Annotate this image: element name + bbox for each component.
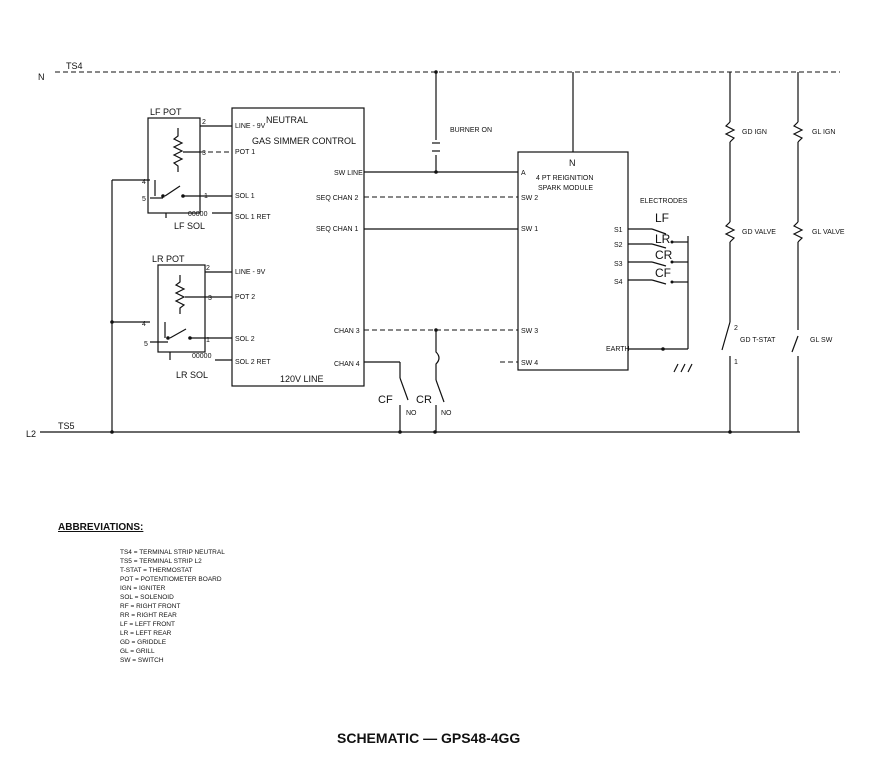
simmer-pin-seq-chan-2: SEQ CHAN 2 (316, 195, 359, 202)
simmer-pin-sol-1-ret: SOL 1 RET (235, 214, 271, 221)
gas-simmer-control: NEUTRAL GAS SIMMER CONTROL 120V LINE LIN… (231, 107, 365, 387)
lr-sol-coil: 00000 (192, 353, 212, 360)
lf-pot-board: LF POT 2 3 4 5 1 00000 LF SOL (142, 107, 232, 231)
lf-sol-label: LF SOL (174, 221, 205, 231)
abbr-item: TS5 = TERMINAL STRIP L2 (120, 558, 202, 565)
l2-rail: L2 TS5 (26, 421, 800, 439)
simmer-line: 120V LINE (280, 374, 324, 384)
abbr-item: LR = LEFT REAR (120, 630, 172, 637)
abbr-item: GD = GRIDDLE (120, 639, 167, 646)
simmer-pin-sw-line: SW LINE (334, 170, 363, 177)
spark-name-1: 4 PT REIGNITION (536, 175, 593, 182)
gl-sw-label: GL SW (810, 337, 833, 344)
spark-pin-sw2: SW 2 (521, 195, 538, 202)
abbr-item: RF = RIGHT FRONT (120, 603, 180, 610)
abbr-item: IGN = IGNITER (120, 585, 166, 592)
switch-cf-label: CF (378, 394, 393, 406)
electrodes: ELECTRODES LF LR CR CF (628, 198, 693, 373)
burner-on-label: BURNER ON (450, 127, 492, 134)
spark-pin-s4: S4 (614, 279, 623, 286)
gl-valve-label: GL VALVE (812, 229, 845, 236)
spark-pin-sw3: SW 3 (521, 328, 538, 335)
electrode-cr: CR (655, 248, 673, 262)
abbr-item: RR = RIGHT REAR (120, 612, 177, 619)
abbr-item: POT = POTENTIOMETER BOARD (120, 576, 222, 583)
lr-term-2: 2 (206, 265, 210, 272)
electrodes-label: ELECTRODES (640, 198, 688, 205)
electrode-lr: LR (655, 232, 671, 246)
simmer-pin-chan-3: CHAN 3 (334, 328, 360, 335)
lf-term-4: 4 (142, 179, 146, 186)
lr-term-5: 5 (144, 341, 148, 348)
gd-tstat-term-1: 1 (734, 359, 738, 366)
spark-pin-s2: S2 (614, 242, 623, 249)
abbr-item: SOL = SOLENOID (120, 594, 174, 601)
lr-pot-label: LR POT (152, 254, 185, 264)
grill-branch: GL IGN GL VALVE GL SW (791, 72, 845, 432)
lf-term-1: 1 (204, 193, 208, 200)
simmer-neutral: NEUTRAL (266, 115, 308, 125)
rail-n-label: N (38, 72, 45, 82)
spark-pin-earth: EARTH (606, 346, 630, 353)
abbr-item: GL = GRILL (120, 648, 155, 655)
rail-ts4-label: TS4 (66, 61, 83, 71)
lf-term-5: 5 (142, 196, 146, 203)
simmer-pin-sol-2: SOL 2 (235, 336, 255, 343)
spark-n: N (569, 158, 576, 168)
spark-pin-sw1: SW 1 (521, 226, 538, 233)
lf-term-3: 3 (202, 150, 206, 157)
simmer-pin-seq-chan-1: SEQ CHAN 1 (316, 226, 359, 233)
switch-cf-no: NO (406, 410, 417, 417)
lr-pot-board: LR POT 2 3 4 5 1 00000 LR SOL (142, 254, 232, 380)
simmer-pin-pot-1: POT 1 (235, 149, 255, 156)
lf-sol-coil: 00000 (188, 211, 208, 218)
abbr-item: TS4 = TERMINAL STRIP NEUTRAL (120, 549, 225, 556)
lr-term-1: 1 (206, 337, 210, 344)
switch-cr-no: NO (441, 410, 452, 417)
spark-name-2: SPARK MODULE (538, 185, 593, 192)
schematic-title: SCHEMATIC — GPS48-4GG (337, 730, 520, 746)
simmer-pin-sol-1: SOL 1 (235, 193, 255, 200)
electrode-cf: CF (655, 266, 671, 280)
spark-pin-a: A (521, 170, 526, 177)
spark-pin-sw4: SW 4 (521, 360, 538, 367)
neutral-rail: N TS4 (38, 61, 840, 82)
electrode-lf: LF (655, 211, 669, 225)
spark-pin-s3: S3 (614, 261, 623, 268)
gd-tstat-label: GD T-STAT (740, 337, 776, 344)
simmer-pin-chan-4: CHAN 4 (334, 361, 360, 368)
abbreviations-heading: ABBREVIATIONS: (58, 522, 143, 533)
simmer-pin-sol-2-ret: SOL 2 RET (235, 359, 271, 366)
rail-ts5-label: TS5 (58, 421, 75, 431)
lr-term-3: 3 (208, 295, 212, 302)
lf-term-2: 2 (202, 119, 206, 126)
abbr-item: SW = SWITCH (120, 657, 164, 664)
switch-cr-label: CR (416, 394, 432, 406)
lr-sol-label: LR SOL (176, 370, 208, 380)
abbr-item: LF = LEFT FRONT (120, 621, 175, 628)
spark-module: N 4 PT REIGNITION SPARK MODULE A SW 2 SW… (517, 72, 630, 371)
simmer-pin-line-9v-2: LINE - 9V (235, 269, 266, 276)
simmer-pin-pot-2: POT 2 (235, 294, 255, 301)
simmer-pin-line-9v-1: LINE - 9V (235, 123, 266, 130)
rail-l2-label: L2 (26, 429, 36, 439)
gd-ign-label: GD IGN (742, 129, 767, 136)
gd-tstat-term-2: 2 (734, 325, 738, 332)
abbr-item: T-STAT = THERMOSTAT (120, 567, 192, 574)
abbreviations-block: ABBREVIATIONS: TS4 = TERMINAL STRIP NEUT… (58, 522, 225, 664)
griddle-branch: GD IGN GD VALVE 2 GD T-STAT 1 (721, 72, 776, 432)
gd-valve-label: GD VALVE (742, 229, 776, 236)
lf-pot-label: LF POT (150, 107, 182, 117)
simmer-name: GAS SIMMER CONTROL (252, 136, 356, 146)
lr-term-4: 4 (142, 321, 146, 328)
gl-ign-label: GL IGN (812, 129, 835, 136)
spark-pin-s1: S1 (614, 227, 623, 234)
